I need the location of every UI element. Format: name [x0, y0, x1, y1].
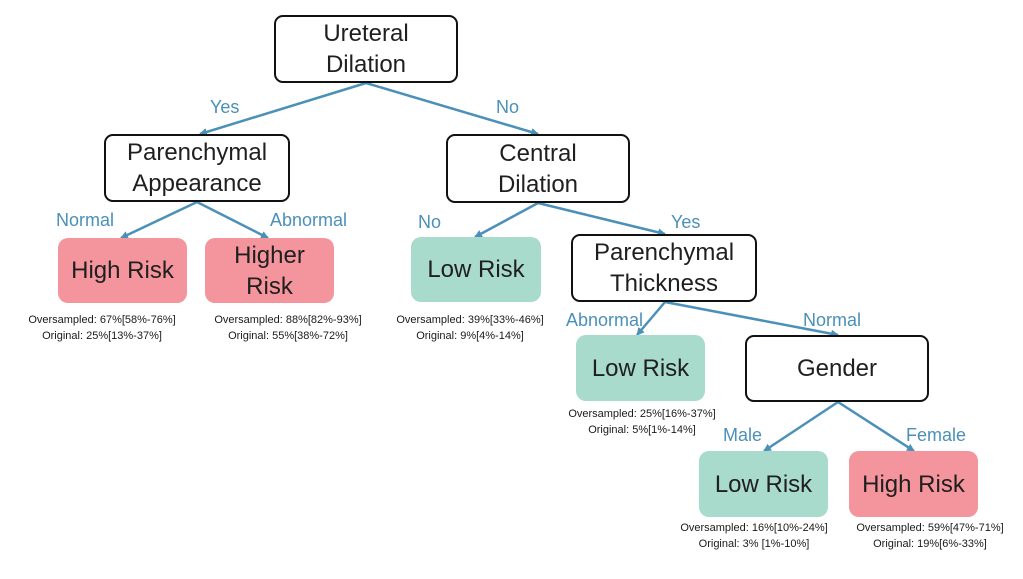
- leaf-higher-risk-abnormal-appearance: Higher Risk: [205, 238, 334, 303]
- leaf-stats-male: Oversampled: 16%[10%-24%] Original: 3% […: [634, 520, 874, 552]
- leaf-high-risk-normal-appearance: High Risk: [58, 238, 187, 303]
- stat-oversampled: Oversampled: 67%[58%-76%]: [28, 314, 176, 326]
- leaf-stats-abnormal-thickness: Oversampled: 25%[16%-37%] Original: 5%[1…: [522, 406, 762, 438]
- edge-label-central-no: No: [418, 212, 442, 232]
- node-parenchymal-appearance: Parenchymal Appearance: [104, 134, 290, 202]
- stat-original: Original: 3% [1%-10%]: [698, 538, 810, 550]
- edge-label-central-yes: Yes: [671, 212, 701, 232]
- stat-original: Original: 19%[6%-33%]: [873, 538, 987, 550]
- stat-oversampled: Oversampled: 59%[47%-71%]: [856, 522, 1004, 534]
- edge-label-appearance-abnormal: Abnormal: [270, 210, 348, 230]
- leaf-high-risk-female: High Risk: [849, 451, 978, 517]
- stat-oversampled: Oversampled: 39%[33%-46%]: [396, 314, 544, 326]
- stat-original: Original: 55%[38%-72%]: [228, 330, 348, 342]
- leaf-stats-female: Oversampled: 59%[47%-71%] Original: 19%[…: [810, 520, 1023, 552]
- stat-oversampled: Oversampled: 25%[16%-37%]: [568, 408, 716, 420]
- edge-label-ureteral-yes: Yes: [210, 97, 240, 117]
- node-parenchymal-thickness: Parenchymal Thickness: [571, 234, 757, 302]
- leaf-stats-abnormal-appearance: Oversampled: 88%[82%-93%] Original: 55%[…: [168, 312, 408, 344]
- leaf-low-risk-no-central-dilation: Low Risk: [411, 237, 541, 302]
- edge-thickness-abnormal: [636, 301, 666, 336]
- node-central-dilation: Central Dilation: [446, 134, 630, 203]
- edge-label-gender-male: Male: [723, 425, 763, 445]
- edge-ureteral-yes: [199, 81, 367, 136]
- edge-gender-male: [763, 400, 839, 453]
- leaf-stats-normal-appearance: Oversampled: 67%[58%-76%] Original: 25%[…: [0, 312, 222, 344]
- leaf-low-risk-abnormal-thickness: Low Risk: [576, 335, 705, 401]
- edge-label-thickness-normal: Normal: [803, 310, 862, 330]
- stat-original: Original: 9%[4%-14%]: [416, 330, 524, 342]
- stat-original: Original: 5%[1%-14%]: [588, 424, 696, 436]
- edge-central-yes: [537, 201, 666, 237]
- edge-central-no: [474, 201, 539, 239]
- edge-label-thickness-abnormal: Abnormal: [566, 310, 644, 330]
- stat-oversampled: Oversampled: 88%[82%-93%]: [214, 314, 362, 326]
- edge-ureteral-no: [365, 81, 539, 136]
- edge-appearance-abnormal: [196, 200, 269, 240]
- edge-appearance-normal: [120, 200, 198, 240]
- node-ureteral-dilation: Ureteral Dilation: [274, 15, 458, 83]
- edge-gender-female: [837, 400, 915, 453]
- edge-label-appearance-normal: Normal: [56, 210, 115, 230]
- stat-original: Original: 25%[13%-37%]: [42, 330, 162, 342]
- node-gender: Gender: [745, 335, 929, 402]
- stat-oversampled: Oversampled: 16%[10%-24%]: [680, 522, 828, 534]
- edge-label-ureteral-no: No: [496, 97, 520, 117]
- edge-label-gender-female: Female: [906, 425, 967, 445]
- leaf-stats-no-central-dilation: Oversampled: 39%[33%-46%] Original: 9%[4…: [350, 312, 590, 344]
- edge-thickness-normal: [664, 300, 839, 338]
- leaf-low-risk-male: Low Risk: [699, 451, 828, 517]
